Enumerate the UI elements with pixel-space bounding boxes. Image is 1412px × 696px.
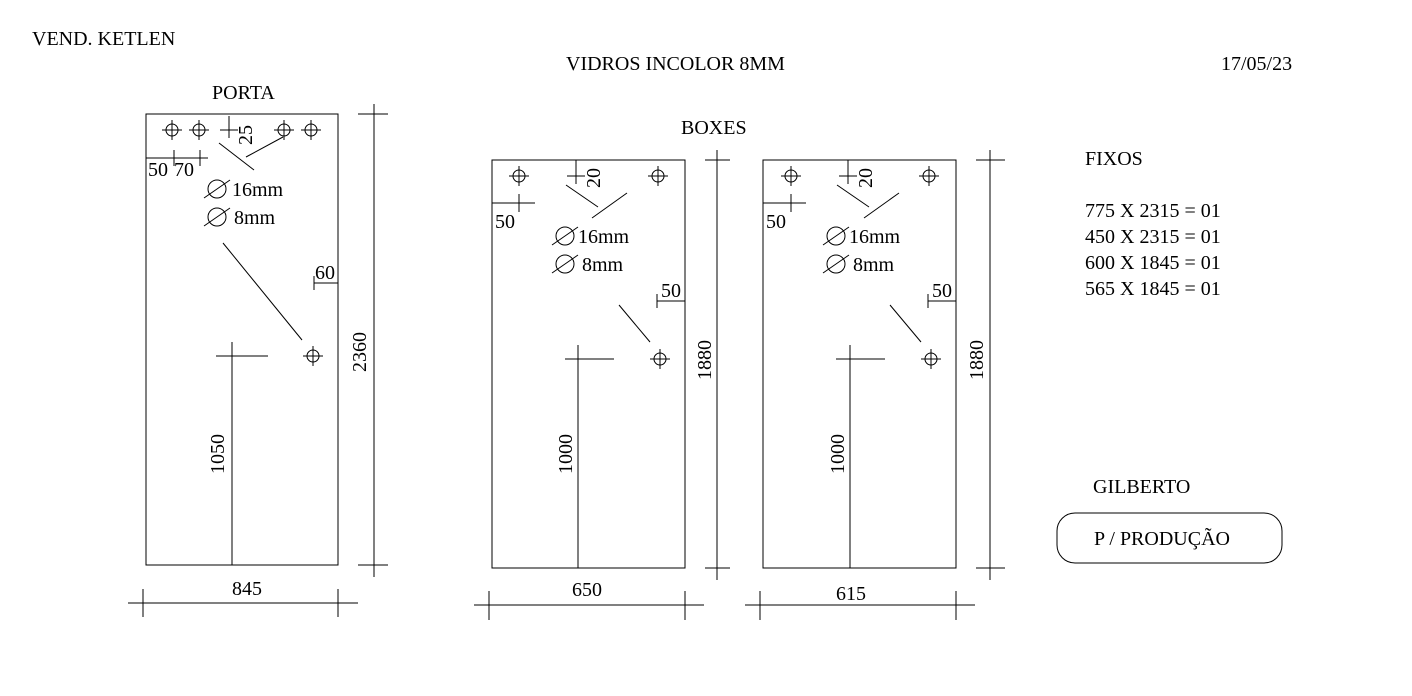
page-title: VIDROS INCOLOR 8MM [566,53,785,75]
box1-hole [647,165,669,187]
porta-dim-25: 25 [235,125,257,145]
porta-leader [218,142,255,171]
production-stamp-label: P / PRODUÇÃO [1094,526,1230,550]
porta-width: 845 [232,578,262,600]
box1-dim-1000: 1000 [555,434,577,474]
box2-hole-8: 8mm [853,254,895,276]
porta-hole [188,119,210,141]
box2-leader [863,192,900,219]
boxes-label: BOXES [681,117,747,139]
box1-hole-8: 8mm [582,254,624,276]
diameter-icon [551,226,579,246]
box2-leader [889,304,922,343]
porta-dim-1050: 1050 [207,434,229,474]
box1-hole-16: 16mm [578,226,630,248]
box2-leader [836,184,870,208]
box1-dim-50-right: 50 [661,280,681,302]
porta-hole-16: 16mm [232,179,284,201]
box2-hole-16: 16mm [849,226,901,248]
diameter-icon [822,226,850,246]
box2-hole [920,348,942,370]
box2-hole [918,165,940,187]
box1-hole [649,348,671,370]
porta-hole [273,119,295,141]
box2-panel [762,159,957,569]
fixos-item: 450 X 2315 = 01 [1085,226,1221,248]
fixos-label: FIXOS [1085,148,1143,170]
date-label: 17/05/23 [1221,53,1292,75]
diameter-icon [203,207,231,227]
porta-dim-50: 50 [148,159,168,181]
signature-name: GILBERTO [1093,476,1190,498]
box1-hole [508,165,530,187]
seller-label: VEND. KETLEN [32,28,175,50]
diameter-icon [822,254,850,274]
porta-leader [222,242,303,341]
diameter-icon [551,254,579,274]
box1-leader [591,192,628,219]
porta-leader [245,136,284,158]
box1-dim-50-left: 50 [495,211,515,233]
box1-leader [565,184,599,208]
production-stamp-box [1056,512,1283,564]
box1-width: 650 [572,579,602,601]
box2-dim-50-right: 50 [932,280,952,302]
box2-width: 615 [836,583,866,605]
box1-panel [491,159,686,569]
porta-dim-60: 60 [315,262,335,284]
box1-leader [618,304,651,343]
box1-height: 1880 [694,340,716,380]
porta-hole [300,119,322,141]
box2-dim-1000: 1000 [827,434,849,474]
box1-dim-20: 20 [583,168,605,188]
fixos-item: 565 X 1845 = 01 [1085,278,1221,300]
fixos-item: 775 X 2315 = 01 [1085,200,1221,222]
porta-hole [302,345,324,367]
porta-hole [161,119,183,141]
porta-label: PORTA [212,82,275,104]
box2-dim-20: 20 [855,168,877,188]
porta-dim-70: 70 [174,159,194,181]
box2-height: 1880 [966,340,988,380]
porta-panel [145,113,339,566]
diameter-icon [203,179,231,199]
box2-dim-50-left: 50 [766,211,786,233]
fixos-item: 600 X 1845 = 01 [1085,252,1221,274]
porta-hole-8: 8mm [234,207,276,229]
porta-height: 2360 [349,332,371,372]
box2-hole [780,165,802,187]
